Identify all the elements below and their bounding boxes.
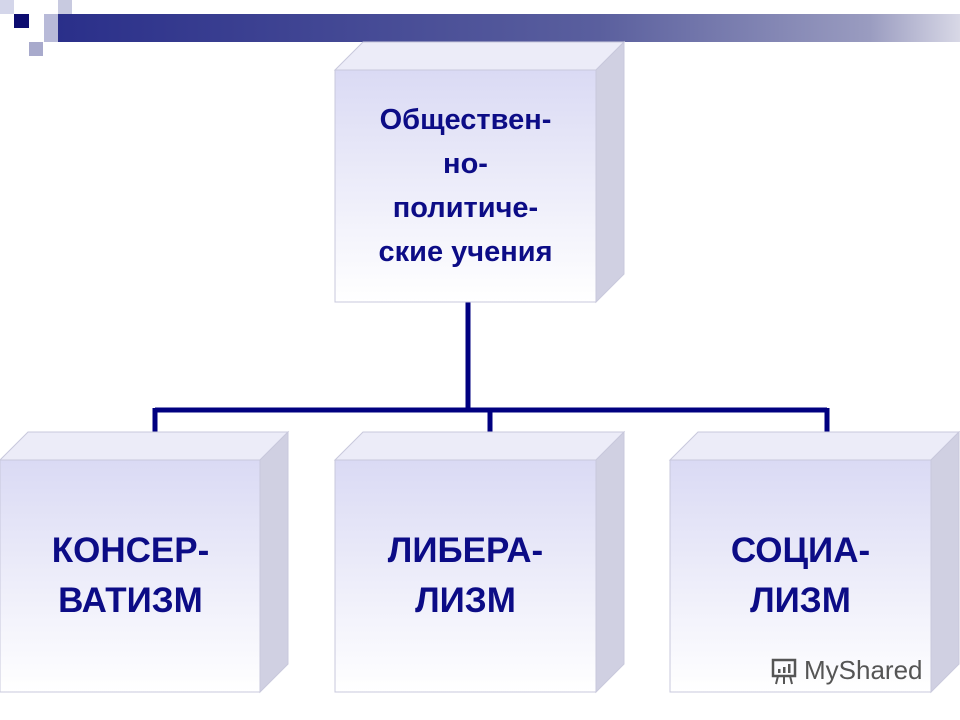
connector-lines: [152, 302, 830, 433]
root-node-label: Обществен- но- политиче- ские учения: [378, 104, 553, 268]
child-box-2: [333, 430, 626, 694]
corner-square-light: [44, 14, 58, 42]
presentation-board-icon: [771, 658, 797, 684]
child-node-label-liberalism: ЛИБЕРА- ЛИЗМ: [387, 531, 544, 620]
watermark-text: MyShared: [804, 655, 923, 685]
header-bar: [58, 14, 960, 42]
child-node-label-conservatism: КОНСЕР- ВАТИЗМ: [51, 531, 210, 620]
corner-square-light: [58, 0, 72, 14]
child-node-label-socialism: СОЦИА- ЛИЗМ: [730, 531, 871, 620]
corner-square-dark: [14, 14, 29, 28]
watermark: MyShared: [768, 655, 923, 686]
corner-square-light: [29, 42, 43, 56]
child-box-1: [0, 430, 290, 694]
child-box-3: [668, 430, 960, 694]
corner-square-light: [0, 0, 14, 14]
root-box: [333, 40, 626, 304]
